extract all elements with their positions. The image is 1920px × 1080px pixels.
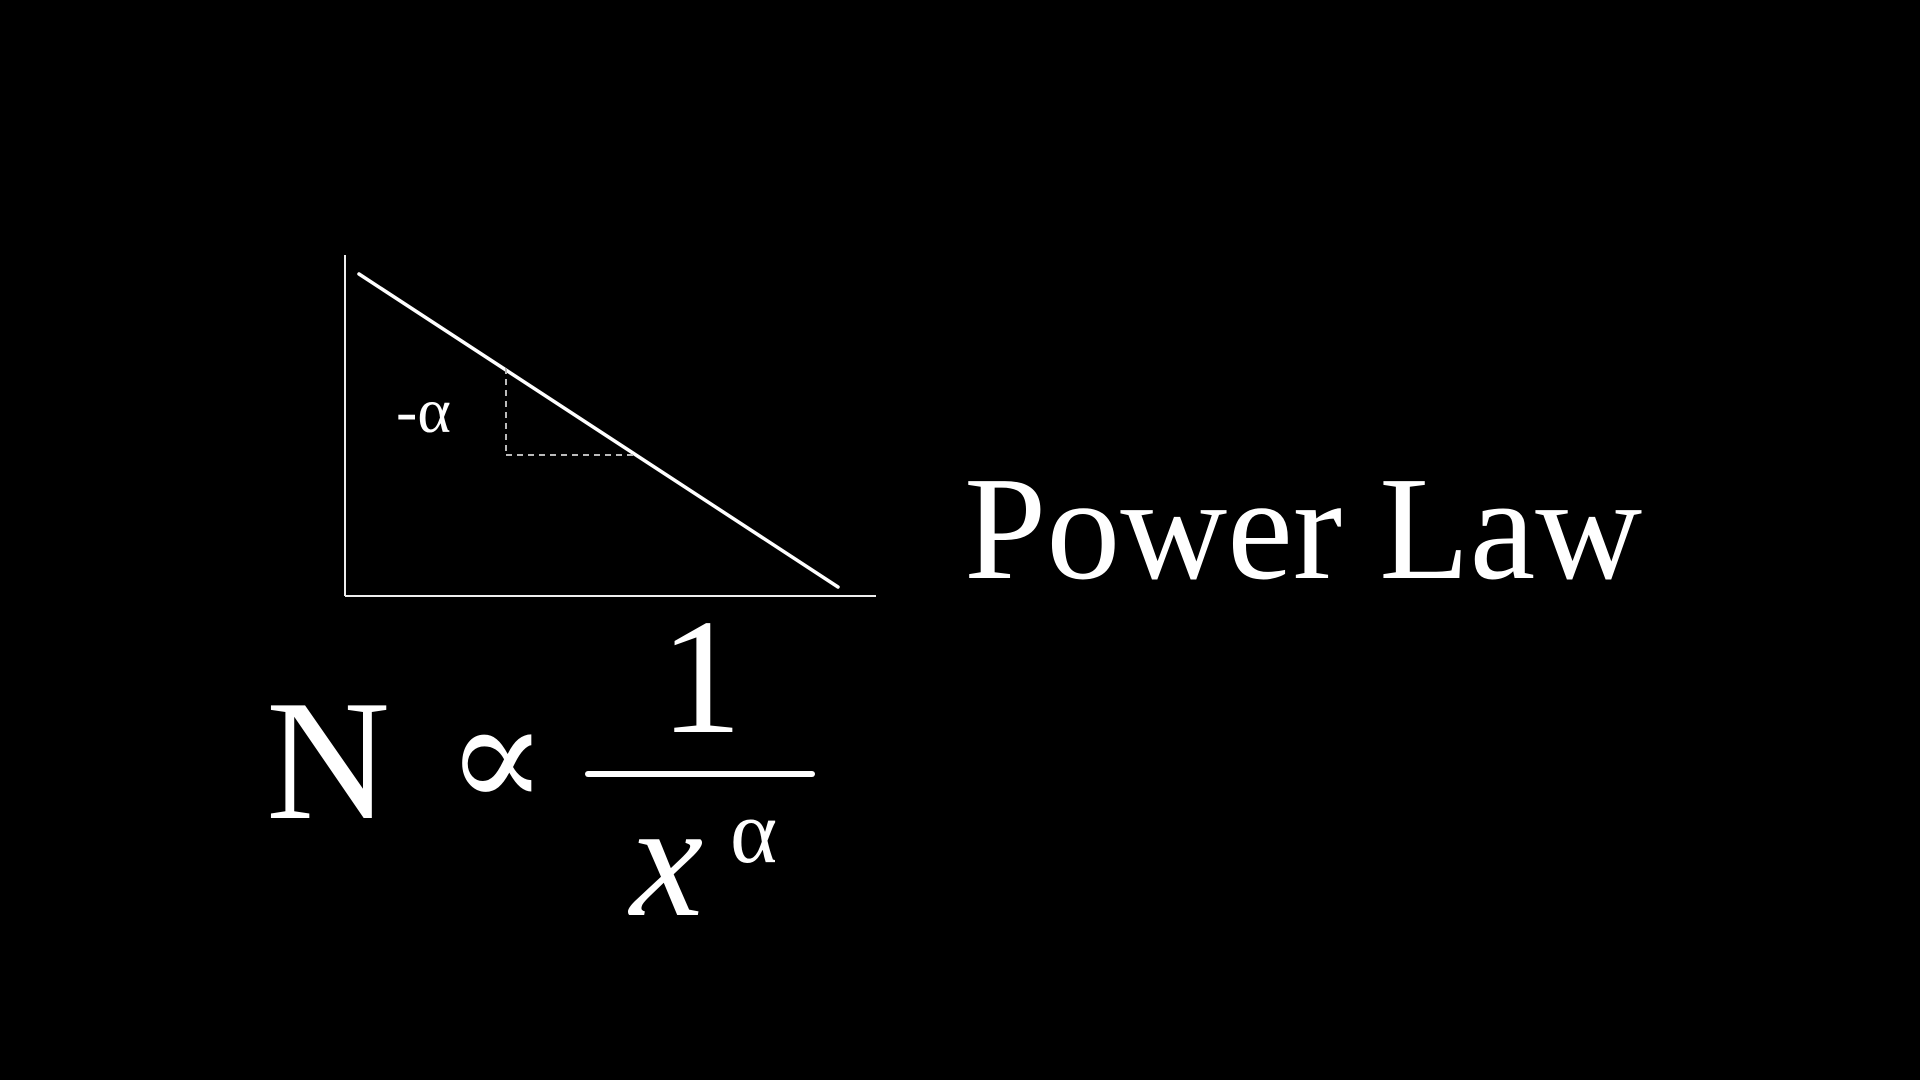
formula-proportional-symbol: ∝ <box>446 675 548 841</box>
title: Power Law <box>964 447 1642 611</box>
power-law-line <box>357 272 840 589</box>
formula-denominator-base: x <box>627 768 703 951</box>
slope-label: -α <box>396 375 451 446</box>
formula-exponent: α <box>730 783 777 882</box>
formula-lhs: N <box>266 666 390 856</box>
formula-numerator: 1 <box>660 585 743 768</box>
